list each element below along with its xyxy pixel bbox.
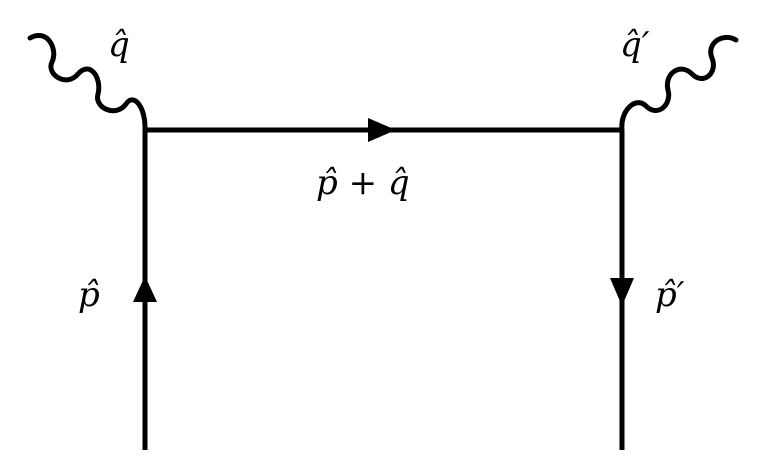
outgoing-photon-line [619, 34, 739, 133]
label-propagator: p̂ + q̂ [316, 163, 410, 203]
incoming-fermion-arrow [133, 276, 157, 302]
outgoing-fermion-arrow [610, 278, 634, 306]
incoming-photon-line [27, 33, 148, 133]
label-q-outgoing: q̂′ [620, 25, 650, 65]
internal-propagator-arrow [368, 118, 396, 142]
label-q-incoming: q̂ [108, 25, 130, 65]
label-p-incoming: p̂ [78, 275, 100, 315]
label-p-outgoing: p̂′ [655, 275, 685, 315]
